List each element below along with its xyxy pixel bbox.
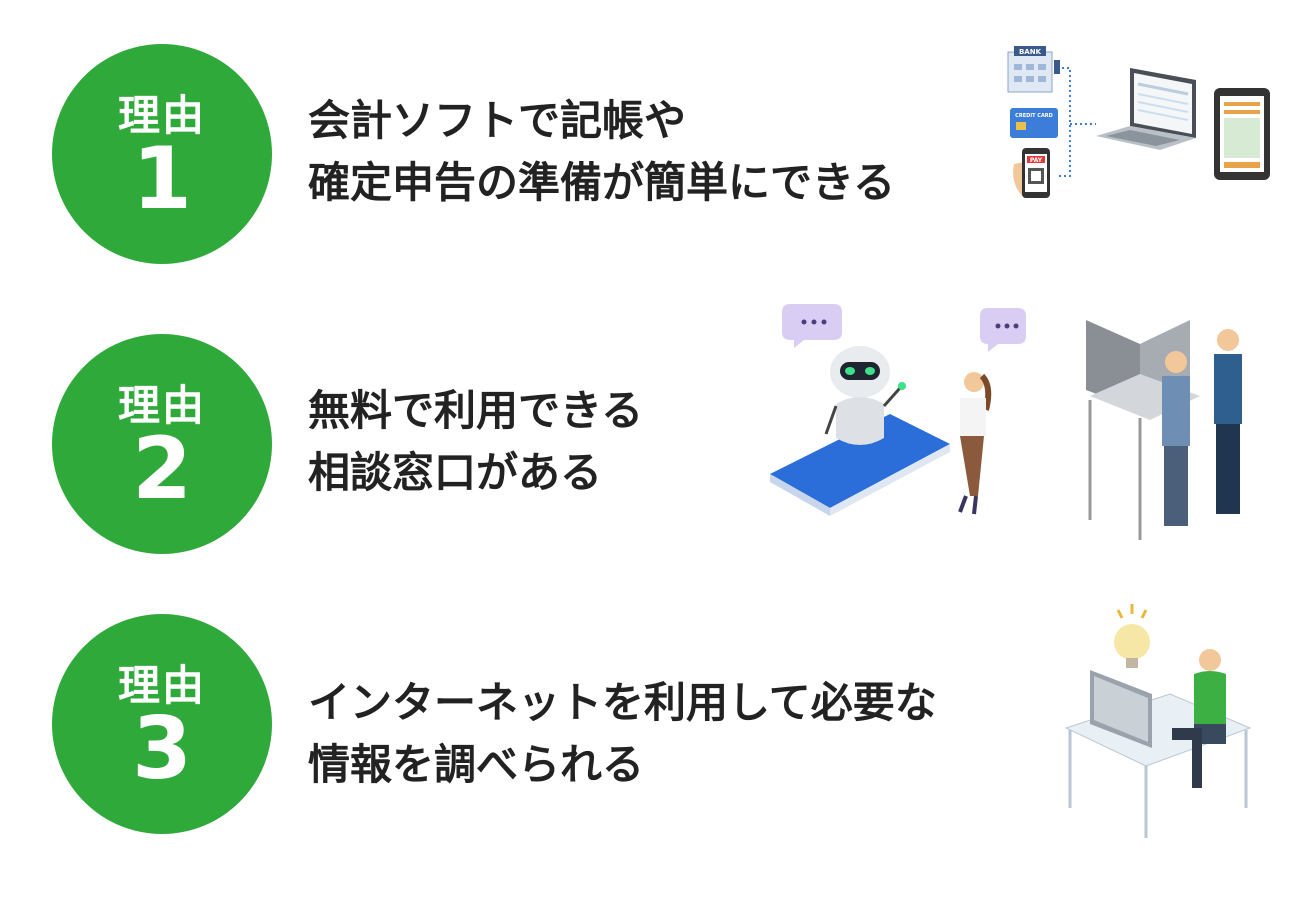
reason-badge-1: 理由 1 (52, 44, 272, 264)
accounting-illustration: BANK CREDIT CARD PAY (1007, 46, 1270, 198)
reason-row-2: 理由 2 無料で利用できる 相談窓口がある (0, 304, 1300, 574)
reason-label: 理由 (117, 91, 206, 140)
man-figure-2 (1214, 329, 1242, 514)
reason-text-2: 無料で利用できる 相談窓口がある (308, 380, 643, 504)
card-label: CREDIT CARD (1015, 113, 1053, 119)
woman-figure (958, 372, 992, 515)
speech-bubble-icon (980, 308, 1026, 352)
speech-bubble-icon (782, 304, 842, 348)
reason-text-3: インターネットを利用して必要な 情報を調べられる (308, 672, 937, 796)
reason-line-2: 確定申告の準備が簡単にできる (308, 158, 896, 207)
robot-icon (824, 346, 906, 445)
reason-line-2: 情報を調べられる (308, 740, 645, 789)
research-illustration (1064, 604, 1252, 838)
chatbot-illustration (770, 304, 1026, 516)
reason-line-2: 相談窓口がある (308, 448, 603, 497)
reason-line-1: 無料で利用できる (308, 386, 644, 435)
tablet-icon (1214, 88, 1270, 180)
reason-label: 理由 (117, 381, 206, 430)
man-figure-1 (1162, 351, 1190, 526)
reason-badge-3: 理由 3 (52, 614, 272, 834)
bank-label: BANK (1019, 48, 1042, 56)
reason-number: 3 (132, 699, 192, 799)
bank-icon: BANK (1007, 46, 1060, 93)
consultation-booth-illustration (1086, 320, 1242, 540)
reason-row-1: 理由 1 会計ソフトで記帳や 確定申告の準備が簡単にできる BANK CREDI… (0, 44, 1300, 284)
reason-text-1: 会計ソフトで記帳や 確定申告の準備が簡単にできる (308, 90, 895, 214)
man-at-desk-figure (1172, 649, 1226, 788)
credit-card-icon: CREDIT CARD (1010, 108, 1058, 138)
smartphone-pay-icon: PAY (1013, 148, 1050, 198)
reason-row-3: 理由 3 インターネットを利用して必要な 情報を調べられる (0, 604, 1300, 854)
reason-label: 理由 (117, 661, 206, 710)
reason-number: 2 (132, 419, 192, 519)
reason-badge-2: 理由 2 (52, 334, 272, 554)
reason-number: 1 (132, 129, 192, 229)
reason-line-1: 会計ソフトで記帳や (308, 96, 687, 145)
laptop-icon (1096, 68, 1196, 150)
reason-line-1: インターネットを利用して必要な (308, 678, 937, 727)
pay-label: PAY (1030, 157, 1043, 164)
lightbulb-icon (1114, 604, 1150, 668)
